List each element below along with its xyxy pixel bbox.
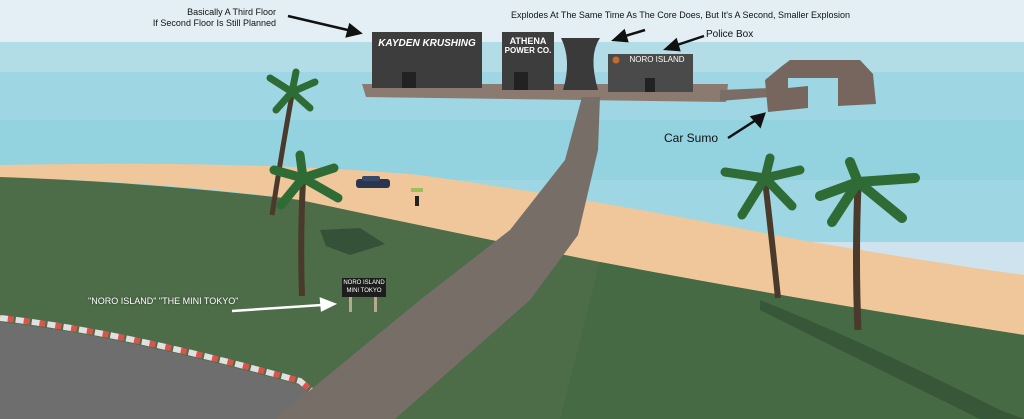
arrow-noro-sign: [231, 303, 323, 313]
noro-island-sign: [342, 278, 386, 312]
kayden-krushing-building: [372, 32, 482, 88]
car-sumo-arena: [765, 60, 876, 112]
noro-island-text: NORO ISLAND: [629, 55, 685, 64]
arrow-third-floor: [287, 14, 353, 33]
noro-door: [645, 78, 655, 92]
arrow-car-sumo: [727, 118, 757, 140]
palm-tree-left: [269, 150, 343, 297]
athena-door: [514, 72, 528, 90]
athena-text-line2: POWER CO.: [504, 46, 552, 55]
palm-shadow-right: [760, 300, 1024, 419]
sand-beach: [0, 163, 1024, 340]
arrow-head-car-sumo: [749, 112, 766, 129]
explodes-label: Explodes At The Same Time As The Core Do…: [511, 10, 851, 20]
car-sumo-label: Car Sumo: [664, 131, 719, 145]
palm-tree-back: [266, 68, 319, 216]
palm-tree-right: [815, 157, 920, 331]
arrow-police: [673, 34, 705, 48]
third-floor-label-line2: If Second Floor Is Still Planned: [152, 18, 276, 28]
sign-line1: NORO ISLAND: [343, 280, 385, 286]
arrow-head-third-floor: [345, 22, 363, 38]
annotation-arrow-white: [231, 297, 338, 313]
annotation-arrows: [287, 14, 766, 140]
noro-island-label: "NORO ISLAND" "THE MINI TOKYO": [88, 296, 239, 306]
car: [356, 176, 390, 188]
npc-character: [415, 196, 419, 206]
race-track: [0, 322, 340, 419]
athena-text-line1: ATHENA: [509, 36, 547, 46]
track-curb: [0, 315, 347, 419]
small-sign: [411, 188, 423, 192]
palm-tree-middle: [720, 153, 805, 299]
police-box-label: Police Box: [706, 29, 754, 40]
palm-shadow: [320, 228, 385, 255]
sign-line2: MINI TOKYO: [346, 288, 382, 294]
arrow-head-noro-sign: [319, 297, 338, 312]
arrow-head-police: [662, 37, 681, 52]
core-tower: [561, 38, 600, 90]
stone-path: [275, 97, 600, 419]
dock-bridge: [720, 88, 770, 101]
third-floor-label-line1: Basically A Third Floor: [187, 7, 276, 17]
arrow-head-core: [610, 28, 629, 43]
kayden-door: [402, 72, 416, 88]
police-badge-icon: [612, 56, 620, 64]
kayden-krushing-text: KAYDEN KRUSHING: [378, 38, 476, 49]
